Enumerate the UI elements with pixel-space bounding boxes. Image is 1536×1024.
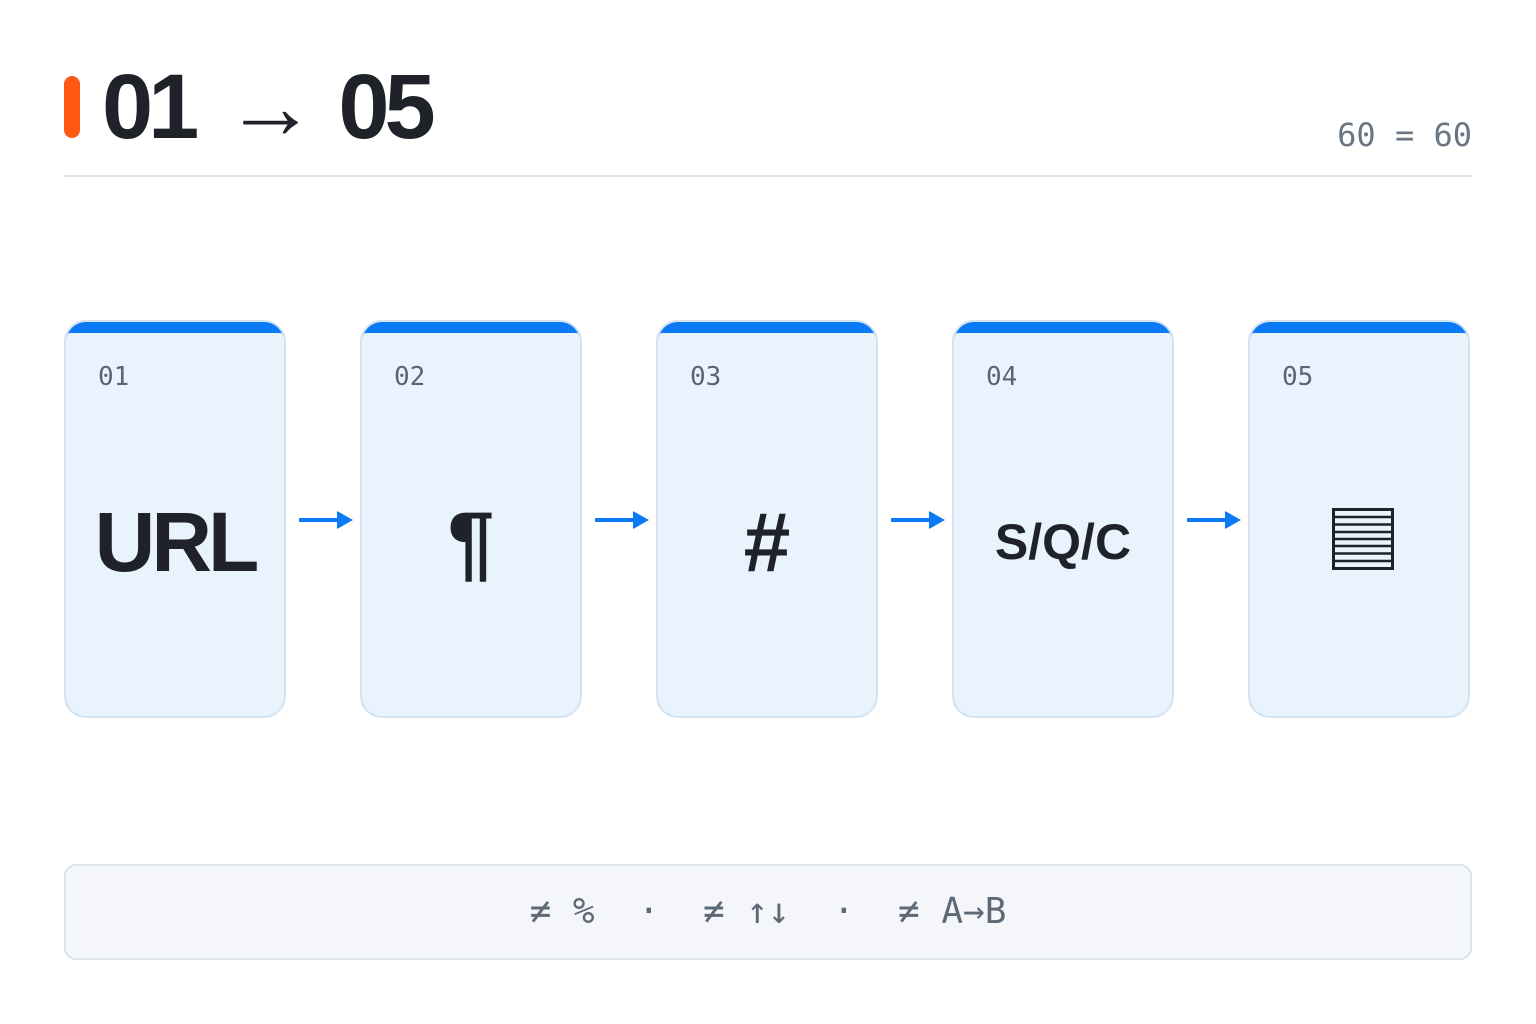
step-number: 05	[1282, 362, 1314, 392]
footer-legend: ≠ % · ≠ ↑↓ · ≠ A→B	[64, 864, 1472, 960]
step-number: 03	[690, 362, 722, 392]
arrow-right-icon	[595, 511, 649, 529]
step-glyph-pilcrow: ¶	[447, 495, 495, 589]
title-end: 05	[338, 56, 435, 158]
step-glyph-sqc: S/Q/C	[994, 514, 1132, 570]
step-card-04: 04 S/Q/C	[952, 320, 1174, 718]
arrow-right-icon	[891, 511, 945, 529]
step-number: 02	[394, 362, 426, 392]
accent-bar	[64, 76, 80, 138]
step-number: 01	[98, 362, 130, 392]
step-card-01: 01 URL	[64, 320, 286, 718]
step-card-topbar	[362, 322, 580, 337]
step-card-05: 05	[1248, 320, 1470, 718]
step-card-topbar	[658, 322, 876, 337]
arrow-right-icon	[1187, 511, 1241, 529]
page-title: 01→05	[102, 60, 436, 155]
step-glyph-hash: #	[743, 495, 791, 589]
step-card-03: 03 #	[656, 320, 878, 718]
step-card-topbar	[66, 322, 284, 337]
step-card-topbar	[954, 322, 1172, 337]
arrow-right-icon	[299, 511, 353, 529]
step-card-02: 02 ¶	[360, 320, 582, 718]
title-start: 01	[102, 56, 199, 158]
table-lines-icon	[1332, 508, 1394, 570]
header: 01→05 60 = 60	[64, 60, 1472, 177]
counter-readout: 60 = 60	[1337, 116, 1472, 154]
title-arrow: →	[224, 56, 317, 158]
step-number: 04	[986, 362, 1018, 392]
step-glyph-url: URL	[94, 495, 260, 589]
step-card-topbar	[1250, 322, 1468, 337]
